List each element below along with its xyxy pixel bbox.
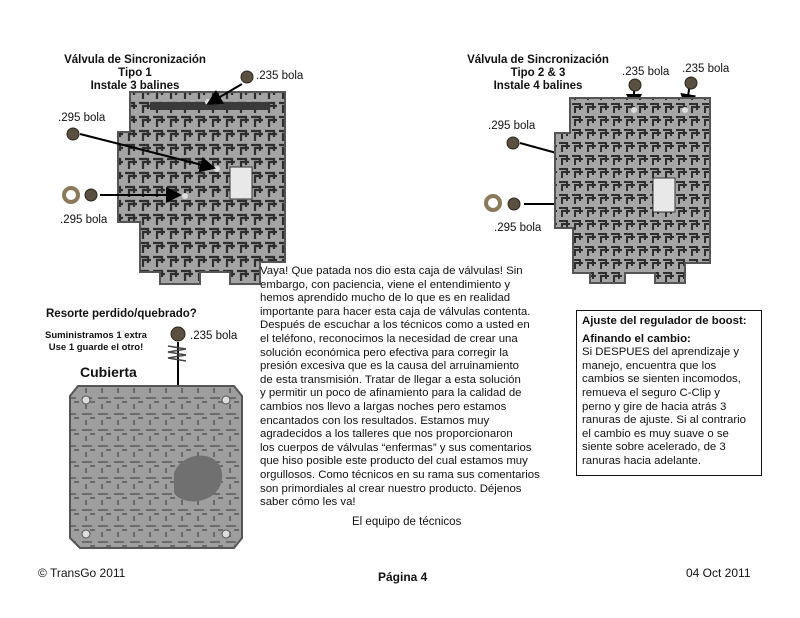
- ball-icon: [84, 188, 98, 202]
- type23-label-top-a: .235 bola: [622, 66, 670, 78]
- type1-title: Válvula de Sincronización Tipo 1 Instale…: [64, 54, 206, 92]
- ball-icon: [628, 78, 642, 92]
- ball-icon: [507, 197, 521, 211]
- ball-icon: [506, 136, 520, 150]
- intro-paragraph: Vaya! Que patada nos dio esta caja de vá…: [260, 265, 540, 509]
- valve-body-type23-image: [554, 97, 711, 284]
- type23-label-top-b: .235 bola: [682, 63, 730, 75]
- footer-copyright: © TransGo 2011: [38, 566, 126, 580]
- type23-title: Válvula de Sincronización Tipo 2 & 3 Ins…: [467, 54, 609, 92]
- boost-box-title: Ajuste del regulador de boost:: [582, 315, 747, 327]
- spring-icon: [167, 345, 187, 362]
- type1-label-top: .235 bola: [256, 70, 304, 82]
- spring-heading: Resorte perdido/quebrado?: [46, 308, 197, 320]
- footer-date: 04 Oct 2011: [686, 566, 751, 580]
- spring-note: Suministramos 1 extra Use 1 guarde el ot…: [45, 330, 147, 353]
- signature: El equipo de técnicos: [352, 516, 462, 528]
- boost-box-subtitle: Afinando el cambio:: [582, 332, 691, 345]
- type1-label-low: .295 bola: [60, 214, 108, 226]
- ball-icon: [684, 76, 698, 90]
- ball-icon: [240, 70, 254, 84]
- washer-icon: [62, 186, 80, 204]
- boost-adjustment-box: Ajuste del regulador de boost: Afinando …: [576, 310, 762, 476]
- type23-label-mid: .295 bola: [488, 120, 536, 132]
- ball-icon: [66, 127, 80, 141]
- type23-label-low: .295 bola: [494, 222, 542, 234]
- type1-label-mid: .295 bola: [58, 112, 106, 124]
- washer-icon: [484, 194, 502, 212]
- cover-plate-image: [69, 385, 243, 549]
- footer-page-number: Página 4: [378, 570, 428, 584]
- cover-label: Cubierta: [80, 364, 137, 380]
- spring-ball-label: .235 bola: [190, 330, 238, 342]
- ball-icon: [170, 326, 186, 342]
